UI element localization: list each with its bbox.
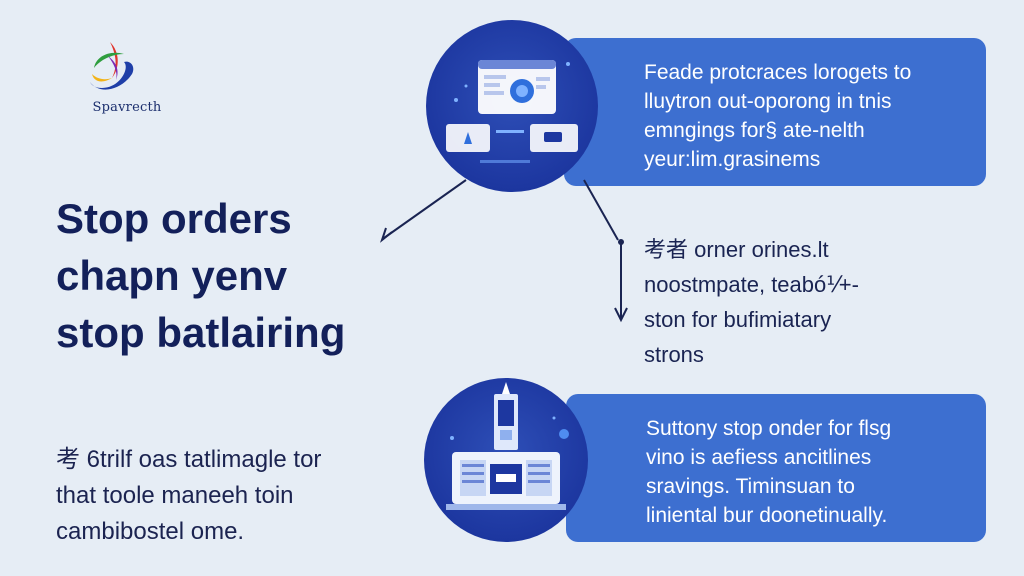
body-line: 考 6trilf oas tatlimagle tor bbox=[56, 446, 322, 473]
middle-note-line: noostmpate, teabó⅟+- bbox=[644, 272, 859, 297]
browser-window-icon bbox=[446, 60, 578, 163]
connector-dot bbox=[618, 239, 624, 245]
top-card-line: lluytron out-oporong in tnis bbox=[644, 90, 892, 113]
bottom-info-card: Suttony stop onder for flsg vino is aefi… bbox=[566, 394, 986, 542]
top-card-line: emngings for§ ate-nelth bbox=[644, 119, 865, 142]
right-connector-line bbox=[583, 179, 619, 241]
headline-line: stop batlairing bbox=[56, 309, 346, 356]
logo-text: Spavrecth bbox=[92, 100, 162, 115]
middle-note-line: strons bbox=[644, 342, 704, 367]
bottom-card-line: Suttony stop onder for flsg bbox=[646, 417, 892, 440]
body-line: cambibostel ome. bbox=[56, 518, 245, 545]
bottom-card-line: sravings. Timinsuan to bbox=[646, 475, 855, 498]
brand-logo: Spavrecth bbox=[72, 38, 182, 133]
bottom-card-illustration bbox=[424, 378, 588, 542]
swoosh-logo-icon bbox=[90, 42, 134, 90]
top-card-illustration bbox=[426, 20, 598, 192]
server-rack-icon bbox=[446, 382, 569, 510]
left-connector-line bbox=[383, 179, 467, 239]
middle-note: 考者 orner orines.lt noostmpate, teabó⅟+- … bbox=[644, 232, 974, 372]
left-arrowhead-icon bbox=[379, 227, 393, 243]
bottom-card-line: vino is aefiess ancitlines bbox=[646, 446, 872, 469]
bottom-card-text: Suttony stop onder for flsg vino is aefi… bbox=[646, 414, 968, 530]
headline-line: Stop orders bbox=[56, 195, 292, 242]
headline-line: chapn yenv bbox=[56, 252, 288, 299]
bottom-card-line: liniental bur doonetinually. bbox=[646, 504, 888, 527]
headline: Stop orders chapn yenv stop batlairing bbox=[56, 190, 436, 361]
top-card-line: Feade protcraces lorogets to bbox=[644, 61, 912, 84]
body-line: that toole maneeh toin bbox=[56, 482, 294, 509]
top-info-card: Feade protcraces lorogets to lluytron ou… bbox=[564, 38, 986, 186]
top-card-line: yeur:lim.grasinems bbox=[644, 148, 821, 171]
top-card-text: Feade protcraces lorogets to lluytron ou… bbox=[644, 58, 968, 174]
middle-note-line: 考者 orner orines.lt bbox=[644, 237, 829, 262]
body-paragraph: 考 6trilf oas tatlimagle tor that toole m… bbox=[56, 442, 416, 550]
down-arrowhead-icon bbox=[614, 307, 628, 323]
middle-note-line: ston for bufimiatary bbox=[644, 307, 832, 332]
